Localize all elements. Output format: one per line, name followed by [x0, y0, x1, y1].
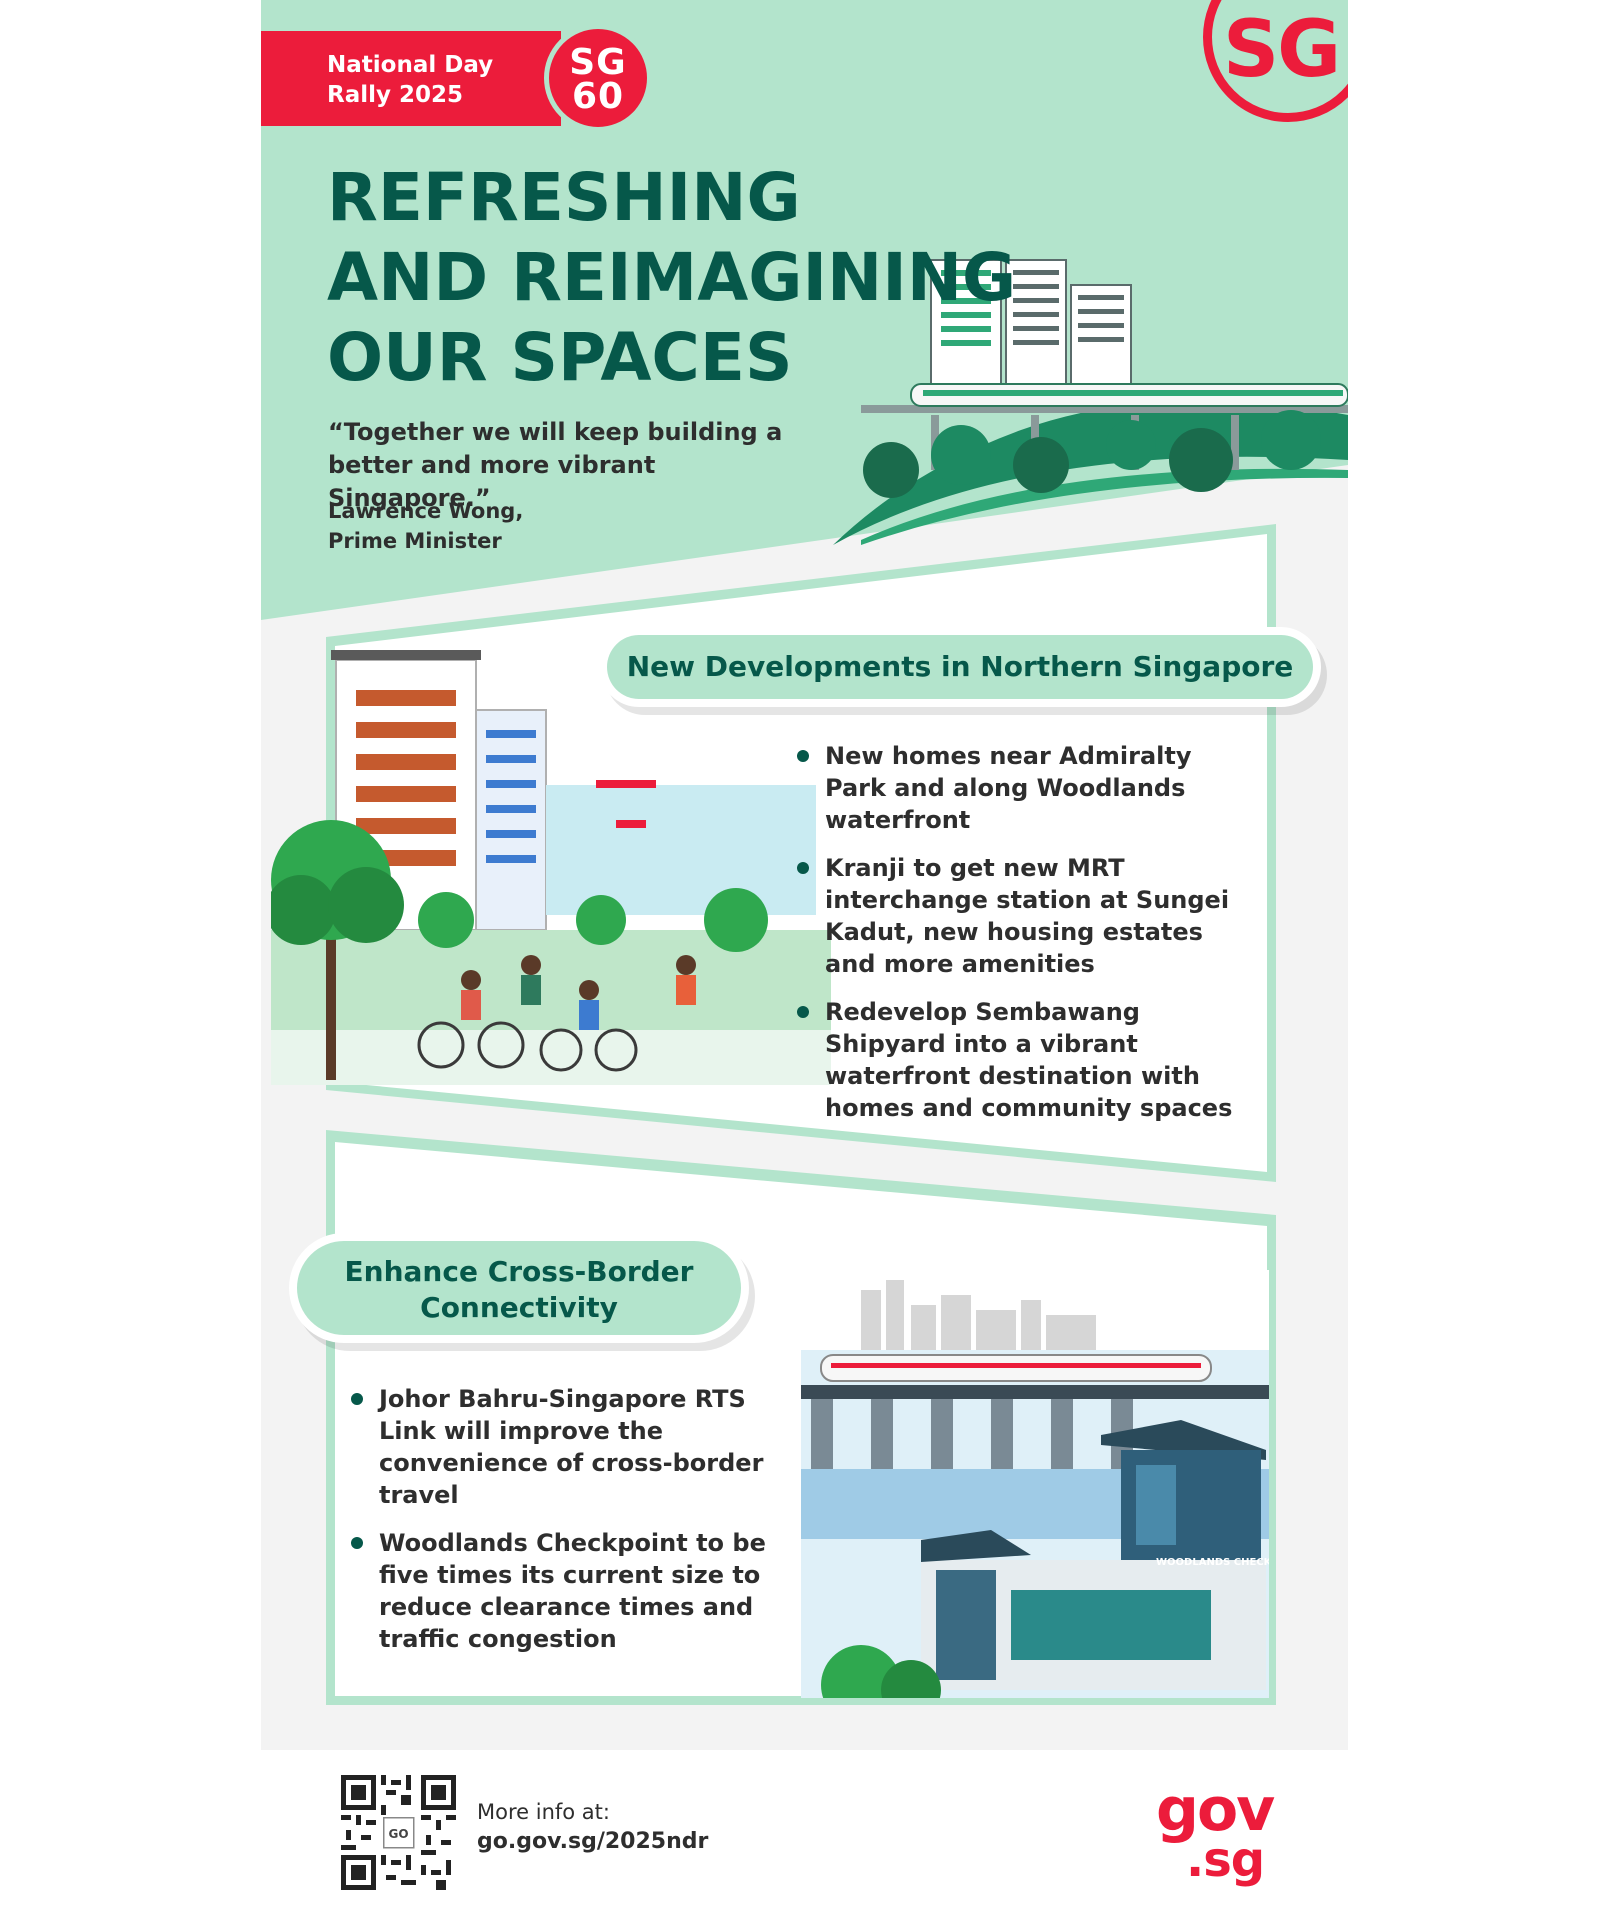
bullet-text: Kranji to get new MRT interchange statio… — [825, 854, 1230, 978]
border-title-line-2: Connectivity — [420, 1291, 618, 1324]
checkpoint-building-icon — [921, 1420, 1266, 1690]
infographic-poster: WOODLANDS CHECKPOINT National Day Rally … — [261, 0, 1348, 1750]
ndr-label: National Day Rally 2025 — [327, 50, 557, 110]
list-item: Redevelop Sembawang Shipyard into a vibr… — [795, 996, 1245, 1124]
qr-caption: GO — [388, 1827, 408, 1841]
hdb-block-icon — [930, 259, 1132, 396]
rts-train-icon — [820, 1354, 1212, 1382]
title-line-1: REFRESHING — [327, 159, 801, 236]
title-line-2: AND REIMAGINING — [327, 239, 1017, 316]
bullet-text: Woodlands Checkpoint to be five times it… — [379, 1529, 766, 1653]
bullet-dot-icon — [797, 1006, 809, 1018]
checkpoint-sign: WOODLANDS CHECKPOINT — [1156, 1557, 1269, 1568]
more-info-link[interactable]: go.gov.sg/2025ndr — [477, 1829, 709, 1854]
bullet-text: New homes near Admiralty Park and along … — [825, 742, 1192, 834]
bullet-text: Redevelop Sembawang Shipyard into a vibr… — [825, 998, 1233, 1122]
sg60-top: SG — [569, 42, 627, 83]
bullet-dot-icon — [351, 1537, 363, 1549]
border-bullet-list: Johor Bahru-Singapore RTS Link will impr… — [349, 1383, 779, 1671]
ndr-banner — [261, 31, 561, 126]
ndr-line-2: Rally 2025 — [327, 82, 464, 108]
sg60-bottom: 60 — [571, 76, 625, 117]
tree-icon — [863, 410, 1321, 498]
border-title-line-1: Enhance Cross-Border — [344, 1255, 694, 1288]
sg-logo-text: .sg — [1186, 1832, 1264, 1888]
qr-code-icon[interactable]: GO — [341, 1775, 456, 1890]
woodlands-checkpoint-illustration: WOODLANDS CHECKPOINT — [801, 1270, 1269, 1698]
ndr-line-1: National Day — [327, 52, 494, 78]
bullet-text: Johor Bahru-Singapore RTS Link will impr… — [379, 1385, 764, 1509]
bullet-dot-icon — [797, 750, 809, 762]
runner-icon — [521, 955, 696, 1005]
list-item: Johor Bahru-Singapore RTS Link will impr… — [349, 1383, 779, 1511]
title-line-3: OUR SPACES — [327, 319, 793, 396]
sg-logo-ring — [1203, 0, 1348, 122]
north-section-title-pill: New Developments in Northern Singapore — [599, 627, 1321, 707]
viaduct-icon — [801, 1385, 1269, 1469]
border-section-title: Enhance Cross-Border Connectivity — [297, 1241, 741, 1335]
gov-logo-text: gov — [1156, 1775, 1275, 1845]
skyline-icon — [861, 1280, 1096, 1350]
bullet-dot-icon — [797, 862, 809, 874]
cyclist-icon — [417, 970, 638, 1072]
page-title: REFRESHING AND REIMAGINING OUR SPACES — [327, 158, 1047, 398]
north-bullet-list: New homes near Admiralty Park and along … — [795, 740, 1245, 1140]
north-section-title: New Developments in Northern Singapore — [607, 635, 1313, 699]
quote-text: “Together we will keep building a better… — [328, 418, 783, 512]
author-title: Prime Minister — [328, 529, 502, 553]
more-info-label: More info at: — [477, 1800, 610, 1824]
sg60-logo: SG 60 — [544, 24, 652, 132]
gov-sg-logo: gov .sg — [1156, 1775, 1277, 1888]
sg-logo: SG — [1223, 5, 1341, 95]
footer: GO More info at: go.gov.sg/2025ndr gov .… — [261, 1750, 1348, 1920]
border-section-title-pill: Enhance Cross-Border Connectivity — [289, 1233, 749, 1343]
sea-icon — [546, 780, 816, 915]
bullet-dot-icon — [351, 1393, 363, 1405]
list-item: Woodlands Checkpoint to be five times it… — [349, 1527, 779, 1655]
tree-icon — [271, 820, 768, 1080]
author-name: Lawrence Wong, — [328, 499, 524, 523]
list-item: Kranji to get new MRT interchange statio… — [795, 852, 1245, 980]
list-item: New homes near Admiralty Park and along … — [795, 740, 1245, 836]
city-skyline-illustration — [861, 259, 1348, 498]
northern-singapore-illustration — [271, 650, 831, 1085]
quote-author: Lawrence Wong, Prime Minister — [328, 496, 628, 556]
